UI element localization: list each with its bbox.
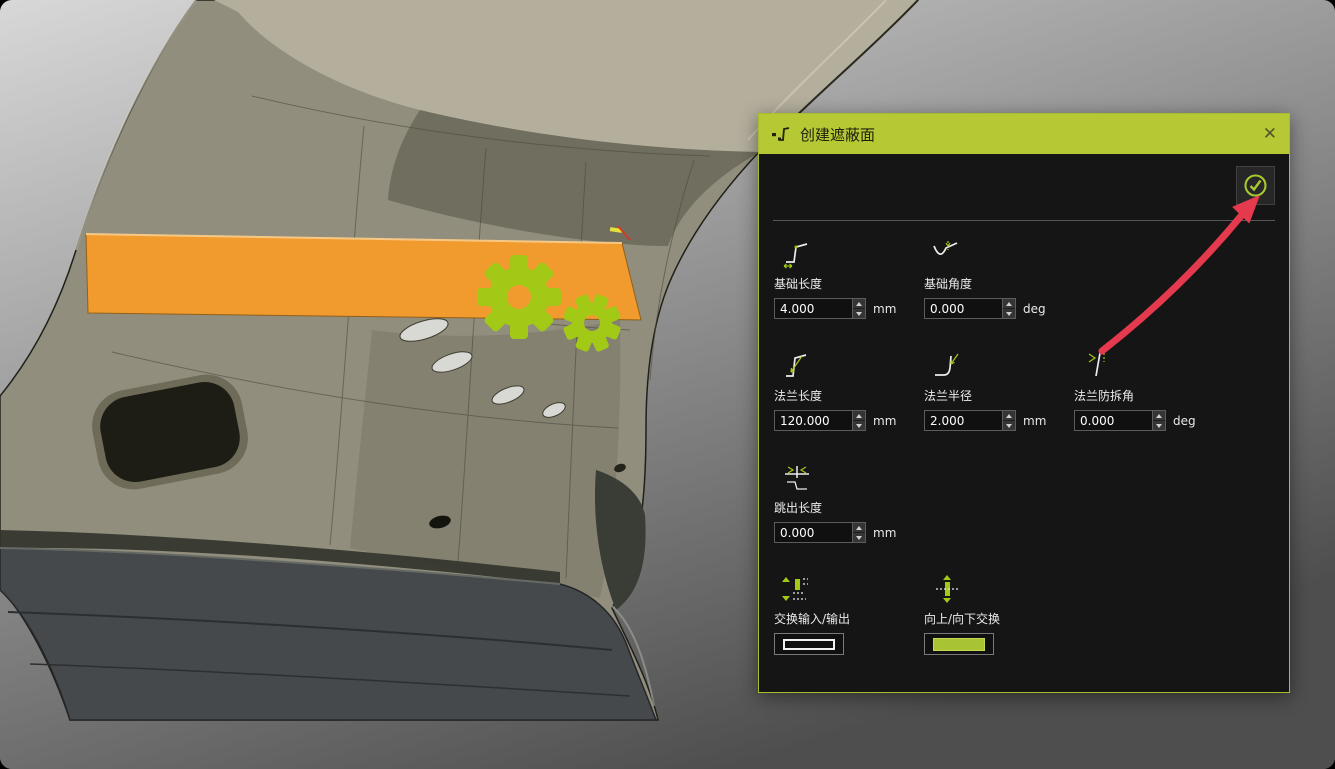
swap-io-icon [782, 577, 808, 601]
flange-draft-angle-input[interactable] [1075, 411, 1152, 430]
unit-label: mm [1023, 413, 1047, 428]
base-angle-icon [933, 241, 958, 255]
unit-label: mm [873, 525, 897, 540]
spin-down-icon[interactable] [1003, 309, 1015, 318]
jump-length-input[interactable] [775, 523, 852, 542]
field-base-length: 基础长度 mm [774, 238, 924, 319]
dialog-flange-icon [772, 127, 790, 141]
spin-up-icon[interactable] [853, 299, 865, 309]
unit-label: mm [873, 301, 897, 316]
field-swap-updown: 向上/向下交换 [924, 573, 1074, 655]
spin-down-icon[interactable] [1153, 421, 1165, 430]
spin-down-icon[interactable] [853, 533, 865, 542]
toggle-label: 向上/向下交换 [924, 612, 1001, 626]
flange-length-input-group [774, 410, 866, 431]
part-model[interactable] [0, 0, 920, 721]
close-icon[interactable]: ✕ [1262, 123, 1277, 144]
toggle-state-on [933, 637, 985, 651]
confirm-button[interactable] [1236, 166, 1275, 205]
check-circle-icon [1244, 174, 1267, 197]
processing-gears-icon [477, 255, 621, 352]
dialog-title: 创建遮蔽面 [800, 125, 876, 144]
flange-radius-spinner [1002, 411, 1015, 430]
jump-length-icon [785, 466, 809, 490]
unit-label: deg [1023, 301, 1046, 316]
spin-down-icon[interactable] [853, 309, 865, 318]
unit-label: deg [1173, 413, 1196, 428]
field-flange-draft-angle: 法兰防拆角 deg [1074, 350, 1224, 431]
spin-up-icon[interactable] [1153, 411, 1165, 421]
flange-length-icon [786, 354, 807, 377]
jump-length-input-group [774, 522, 866, 543]
flange-draft-angle-input-group [1074, 410, 1166, 431]
base-length-icon [783, 243, 808, 269]
flange-radius-icon [935, 353, 959, 376]
spin-down-icon[interactable] [853, 421, 865, 430]
unit-label: mm [873, 413, 897, 428]
flange-radius-input[interactable] [925, 411, 1002, 430]
spin-down-icon[interactable] [1003, 421, 1015, 430]
swap-updown-icon [936, 575, 958, 603]
spin-up-icon[interactable] [853, 411, 865, 421]
flange-length-spinner [852, 411, 865, 430]
field-swap-io: 交换输入/输出 [774, 573, 924, 655]
field-label: 跳出长度 [774, 501, 823, 515]
spin-up-icon[interactable] [1003, 299, 1015, 309]
part-slot-hole [92, 374, 248, 490]
create-mask-surface-dialog: 创建遮蔽面 ✕ 基础长度 [758, 113, 1290, 693]
swap-io-toggle[interactable] [774, 633, 844, 655]
dialog-header[interactable]: 创建遮蔽面 ✕ [759, 114, 1289, 154]
field-flange-length: 法兰长度 mm [774, 350, 924, 431]
base-angle-input-group [924, 298, 1016, 319]
base-angle-spinner [1002, 299, 1015, 318]
flange-length-input[interactable] [775, 411, 852, 430]
base-angle-input[interactable] [925, 299, 1002, 318]
field-label: 法兰防拆角 [1074, 389, 1135, 403]
jump-length-spinner [852, 523, 865, 542]
field-jump-length: 跳出长度 mm [774, 462, 924, 543]
field-base-angle: 基础角度 deg [924, 238, 1074, 319]
base-length-input-group [774, 298, 866, 319]
toggle-label: 交换输入/输出 [774, 612, 851, 626]
field-label: 法兰半径 [924, 389, 973, 403]
field-label: 基础长度 [774, 277, 823, 291]
toggle-state-off [783, 638, 835, 650]
swap-updown-toggle[interactable] [924, 633, 994, 655]
flange-draft-angle-spinner [1152, 411, 1165, 430]
spin-up-icon[interactable] [853, 523, 865, 533]
spin-up-icon[interactable] [1003, 411, 1015, 421]
flange-radius-input-group [924, 410, 1016, 431]
flange-draft-angle-icon [1088, 352, 1105, 377]
field-label: 法兰长度 [774, 389, 823, 403]
dialog-separator [773, 220, 1275, 221]
base-length-input[interactable] [775, 299, 852, 318]
field-flange-radius: 法兰半径 mm [924, 350, 1074, 431]
field-label: 基础角度 [924, 277, 973, 291]
base-length-spinner [852, 299, 865, 318]
